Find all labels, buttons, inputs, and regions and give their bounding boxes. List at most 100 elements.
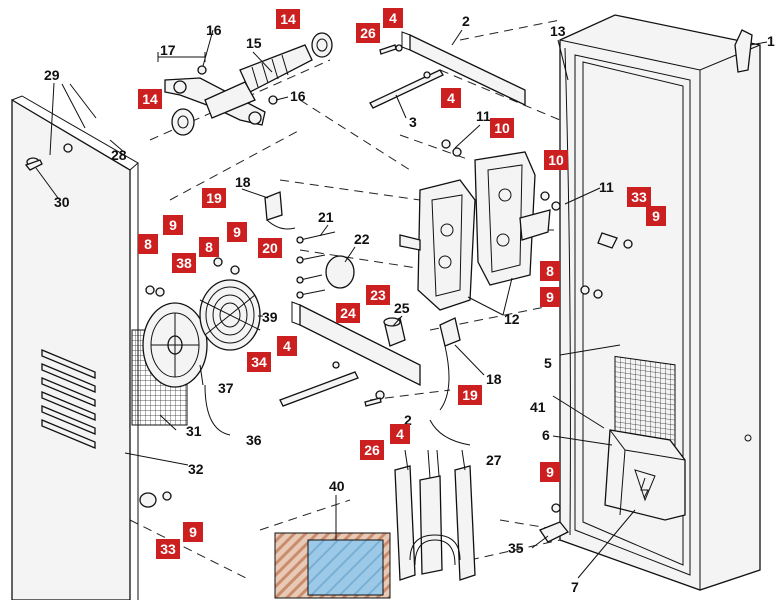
label-7: 7 bbox=[571, 579, 579, 595]
red-part-labels: 4 4 4 4 8 8 8 9 9 9 9 9 9 10 10 14 14 19… bbox=[138, 8, 666, 559]
red-label-34: 34 bbox=[247, 352, 271, 372]
label-2-top: 2 bbox=[462, 13, 470, 29]
door-vents bbox=[41, 349, 96, 449]
svg-text:8: 8 bbox=[205, 239, 213, 255]
label-35: 35 bbox=[508, 540, 524, 556]
red-label-19-top: 19 bbox=[202, 188, 226, 208]
motor-bracket-rear bbox=[474, 151, 551, 286]
capacitor-unit bbox=[394, 449, 476, 581]
red-label-10-top: 10 bbox=[490, 118, 514, 138]
label-17: 17 bbox=[160, 42, 176, 58]
red-label-9-door: 9 bbox=[183, 522, 203, 542]
cable-clip-top bbox=[264, 191, 296, 230]
svg-text:33: 33 bbox=[631, 189, 647, 205]
label-6: 6 bbox=[542, 427, 550, 443]
red-label-4-bottom: 4 bbox=[390, 424, 410, 444]
red-label-26-bottom: 26 bbox=[360, 440, 384, 460]
svg-text:24: 24 bbox=[340, 305, 356, 321]
red-label-14-top: 14 bbox=[276, 9, 300, 29]
svg-text:14: 14 bbox=[142, 91, 158, 107]
red-label-9-lower-right: 9 bbox=[540, 287, 560, 307]
svg-text:9: 9 bbox=[546, 289, 554, 305]
cabinet-housing bbox=[559, 14, 761, 591]
label-40: 40 bbox=[329, 478, 345, 494]
cooling-fan bbox=[131, 257, 261, 426]
red-label-24: 24 bbox=[336, 303, 360, 323]
label-37: 37 bbox=[218, 380, 234, 396]
svg-text:34: 34 bbox=[251, 354, 267, 370]
label-1: 1 bbox=[767, 33, 775, 49]
label-21: 21 bbox=[318, 209, 334, 225]
label-18-right: 18 bbox=[486, 371, 502, 387]
label-39: 39 bbox=[262, 309, 278, 325]
terminal-disc bbox=[296, 231, 355, 299]
svg-text:4: 4 bbox=[389, 10, 397, 26]
control-box bbox=[604, 429, 686, 521]
motor-bracket-front bbox=[399, 179, 476, 311]
svg-text:20: 20 bbox=[262, 240, 278, 256]
label-30: 30 bbox=[54, 194, 70, 210]
red-label-4-mid: 4 bbox=[441, 88, 461, 108]
red-label-33-right: 33 bbox=[627, 187, 651, 207]
red-label-38: 38 bbox=[172, 253, 196, 273]
svg-text:26: 26 bbox=[360, 25, 376, 41]
red-label-20: 20 bbox=[258, 238, 282, 258]
svg-text:8: 8 bbox=[546, 263, 554, 279]
svg-text:9: 9 bbox=[546, 464, 554, 480]
label-11-top: 11 bbox=[476, 108, 491, 124]
label-36: 36 bbox=[246, 432, 262, 448]
svg-text:9: 9 bbox=[652, 208, 660, 224]
cable-clip-right bbox=[439, 317, 461, 411]
red-label-4-left: 4 bbox=[277, 336, 297, 356]
bushing bbox=[383, 317, 406, 347]
svg-text:9: 9 bbox=[189, 524, 197, 540]
svg-text:23: 23 bbox=[370, 287, 386, 303]
red-label-26-top: 26 bbox=[356, 23, 380, 43]
door-panel bbox=[11, 95, 139, 600]
svg-text:10: 10 bbox=[548, 152, 564, 168]
cabinet-fasteners bbox=[580, 232, 633, 299]
svg-text:33: 33 bbox=[160, 541, 176, 557]
svg-text:19: 19 bbox=[206, 190, 222, 206]
label-3: 3 bbox=[409, 114, 417, 130]
red-label-9-mid: 9 bbox=[227, 222, 247, 242]
label-32: 32 bbox=[188, 461, 204, 477]
label-15: 15 bbox=[246, 35, 262, 51]
svg-text:38: 38 bbox=[176, 255, 192, 271]
label-22: 22 bbox=[354, 231, 370, 247]
red-label-8-right: 8 bbox=[540, 261, 560, 281]
red-label-33-door: 33 bbox=[156, 539, 180, 559]
label-18-top: 18 bbox=[235, 174, 251, 190]
svg-text:19: 19 bbox=[462, 387, 478, 403]
label-5: 5 bbox=[544, 355, 552, 371]
svg-text:9: 9 bbox=[233, 224, 241, 240]
red-label-8-mid: 8 bbox=[199, 237, 219, 257]
label-31: 31 bbox=[186, 423, 202, 439]
upper-rail bbox=[369, 31, 526, 109]
cable-27 bbox=[429, 419, 471, 446]
bracket-screws bbox=[441, 139, 561, 211]
red-label-9-left: 9 bbox=[163, 215, 183, 235]
label-28: 28 bbox=[111, 147, 127, 163]
cable-36 bbox=[204, 384, 231, 436]
drive-shaft-assembly bbox=[157, 32, 333, 136]
label-16-right: 16 bbox=[290, 88, 306, 104]
red-label-23: 23 bbox=[366, 285, 390, 305]
leader-lines bbox=[35, 29, 768, 579]
label-2-bottom: 2 bbox=[404, 412, 412, 428]
part-number-labels: 1 2 2 3 5 6 7 11 11 12 13 15 16 16 17 18… bbox=[44, 13, 775, 595]
svg-text:4: 4 bbox=[283, 338, 291, 354]
label-25: 25 bbox=[394, 300, 410, 316]
svg-text:26: 26 bbox=[364, 442, 380, 458]
red-label-9-bottom: 9 bbox=[540, 462, 560, 482]
svg-text:10: 10 bbox=[494, 120, 510, 136]
red-label-10-right: 10 bbox=[544, 150, 568, 170]
label-41: 41 bbox=[530, 399, 546, 415]
svg-text:8: 8 bbox=[144, 236, 152, 252]
red-label-8-left: 8 bbox=[138, 234, 158, 254]
cabinet-handle bbox=[734, 29, 753, 73]
red-label-4-top: 4 bbox=[383, 8, 403, 28]
lower-rail bbox=[279, 301, 421, 407]
label-12: 12 bbox=[504, 311, 520, 327]
